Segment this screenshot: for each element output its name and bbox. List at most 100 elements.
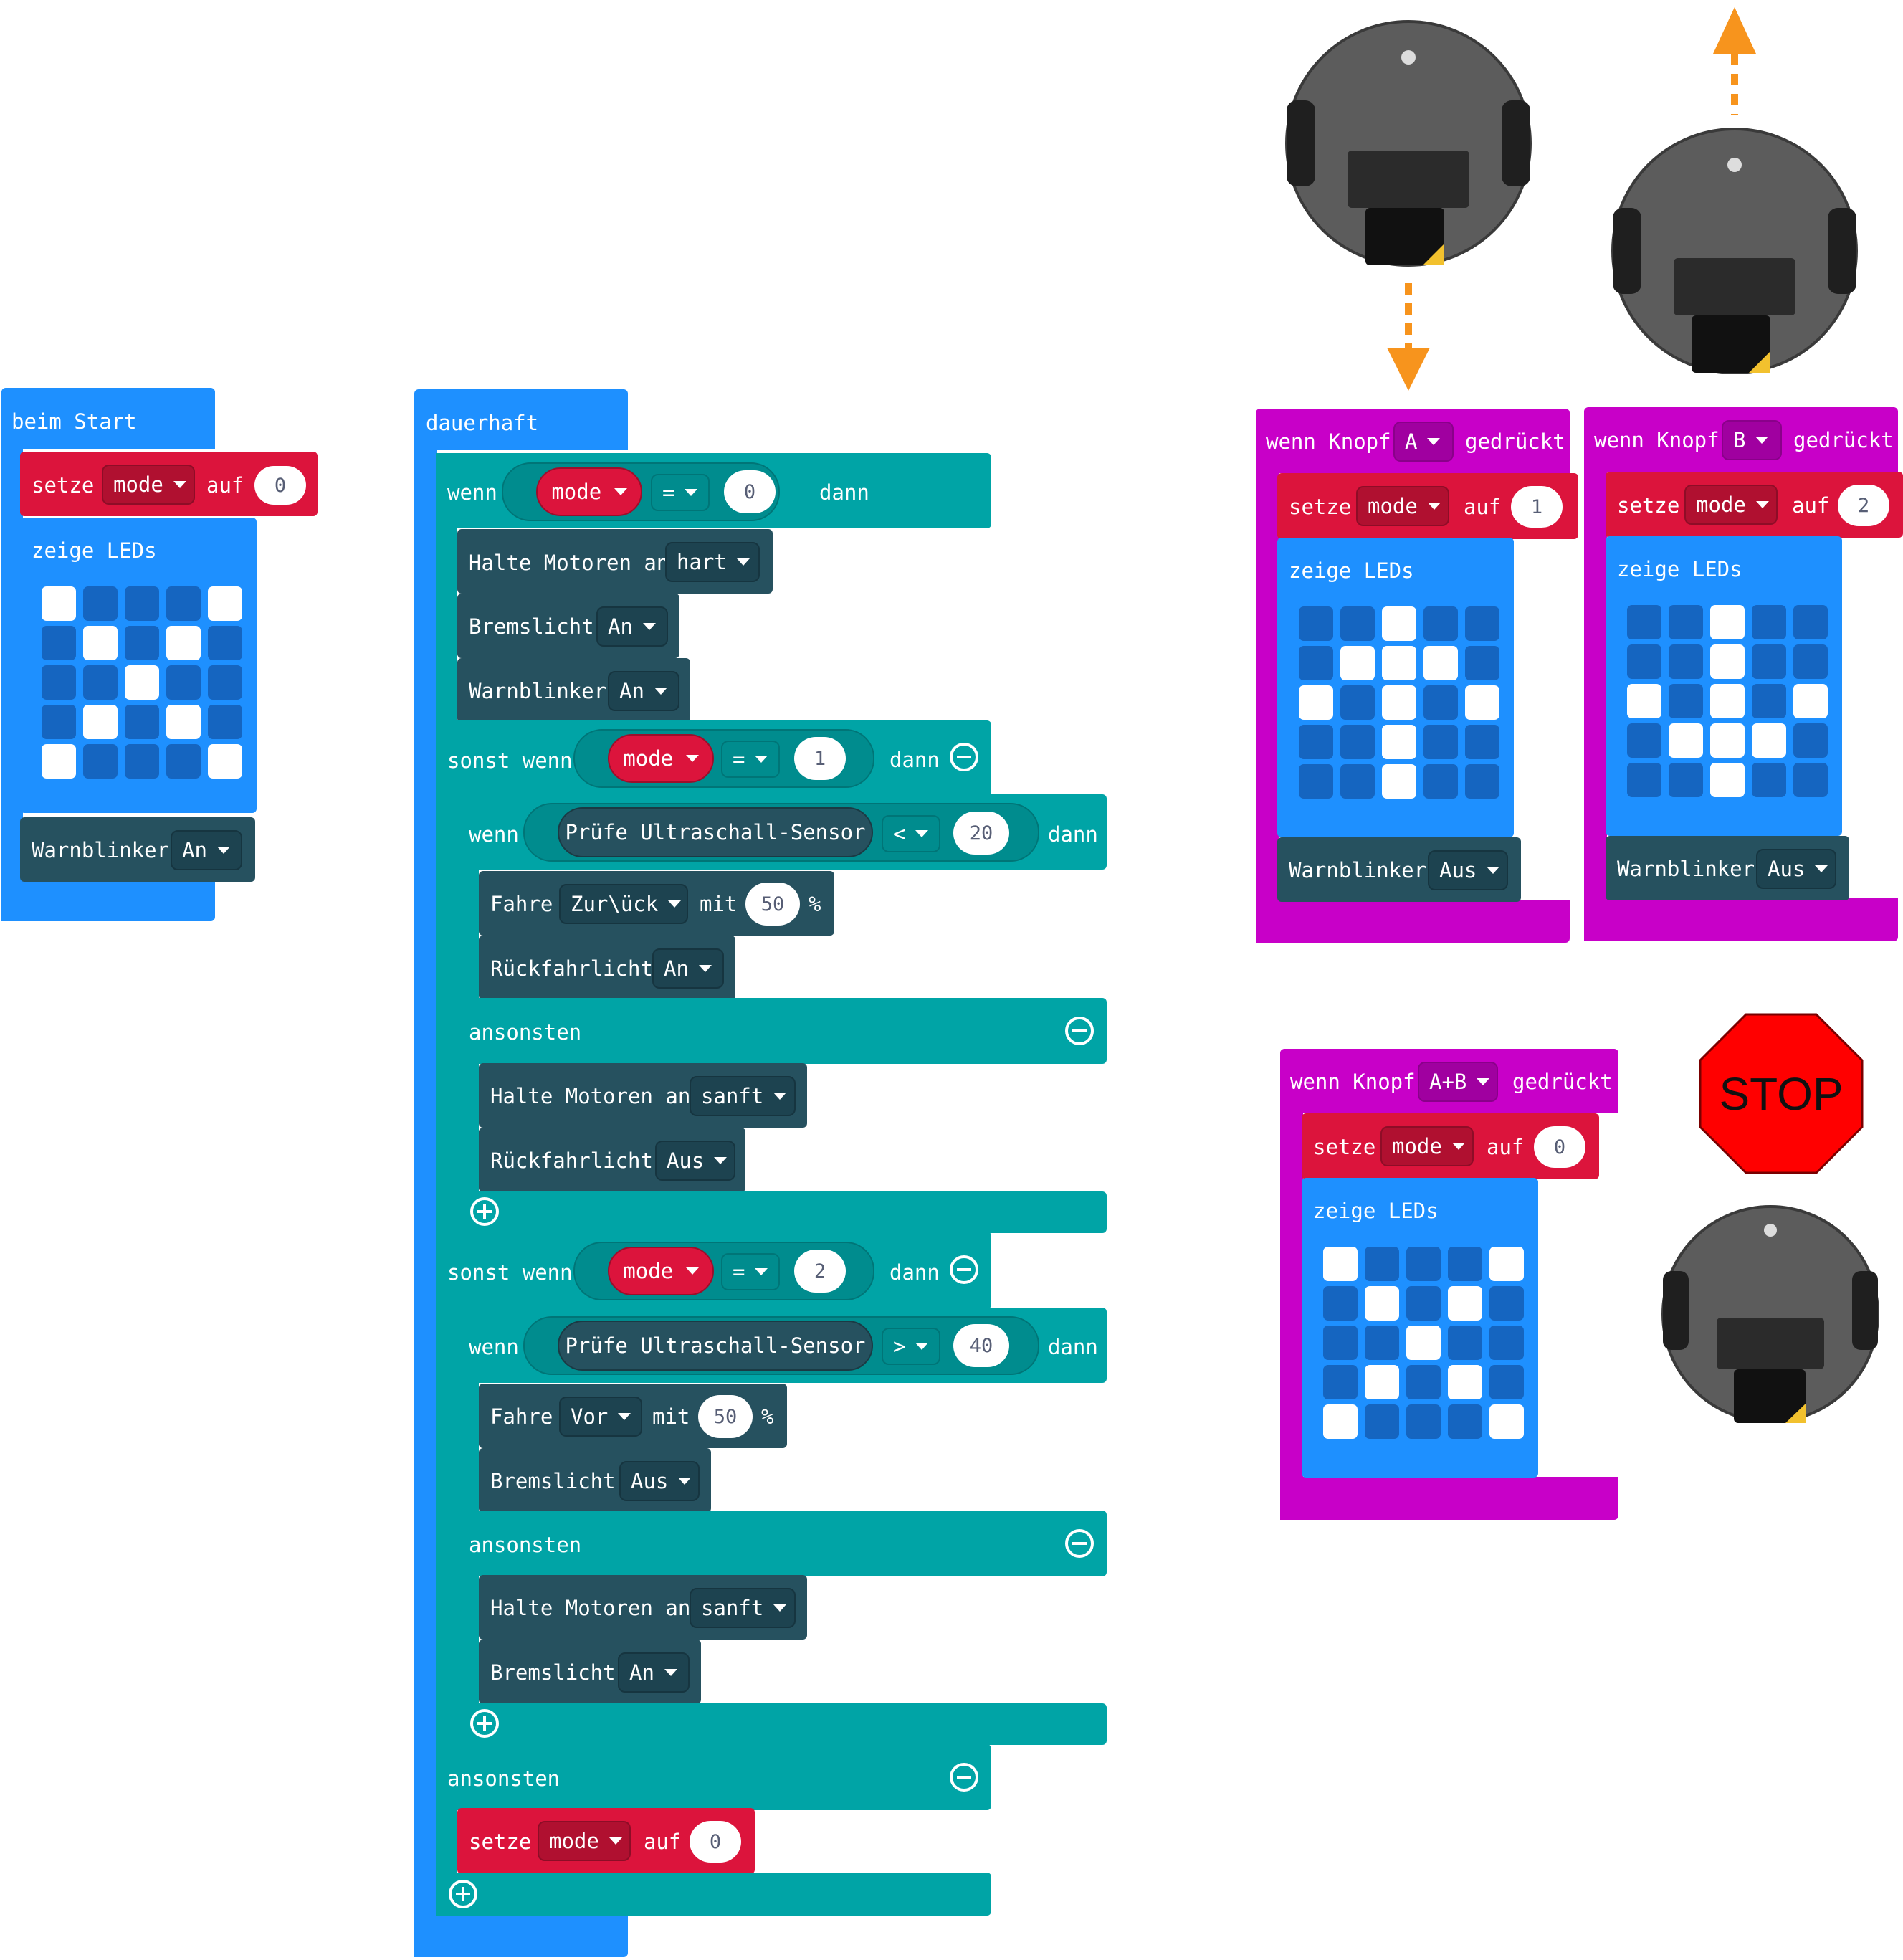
compare-value[interactable]: 1	[794, 737, 846, 780]
operator-dropdown[interactable]: =	[721, 1253, 780, 1290]
led-cell[interactable]	[1299, 764, 1333, 799]
led-cell[interactable]	[42, 705, 76, 739]
led-cell[interactable]	[166, 665, 201, 700]
value-input[interactable]: 0	[690, 1821, 741, 1863]
warn-dropdown[interactable]: Aus	[1756, 849, 1836, 889]
led-cell[interactable]	[1710, 763, 1745, 797]
halt-mode-dropdown[interactable]: sanft	[690, 1588, 796, 1628]
led-cell[interactable]	[1423, 646, 1458, 680]
led-grid[interactable]	[1299, 606, 1507, 800]
led-cell[interactable]	[1340, 725, 1375, 759]
led-cell[interactable]	[1793, 763, 1828, 797]
led-cell[interactable]	[1669, 644, 1703, 679]
led-cell[interactable]	[1382, 725, 1416, 759]
led-cell[interactable]	[1669, 684, 1703, 718]
led-cell[interactable]	[1340, 764, 1375, 799]
led-cell[interactable]	[83, 586, 118, 621]
operator-dropdown[interactable]: <	[882, 815, 940, 852]
operator-dropdown[interactable]: =	[651, 474, 710, 511]
led-cell[interactable]	[42, 586, 76, 621]
led-cell[interactable]	[1365, 1365, 1399, 1399]
led-cell[interactable]	[1382, 685, 1416, 720]
led-cell[interactable]	[1406, 1365, 1441, 1399]
remove-branch-icon[interactable]	[950, 743, 978, 771]
reverse-dropdown[interactable]: Aus	[655, 1141, 735, 1181]
led-cell[interactable]	[1752, 763, 1786, 797]
button-dropdown[interactable]: B	[1722, 420, 1782, 460]
led-cell[interactable]	[208, 586, 242, 621]
led-cell[interactable]	[1489, 1404, 1524, 1439]
led-cell[interactable]	[125, 705, 159, 739]
led-cell[interactable]	[1627, 644, 1661, 679]
led-cell[interactable]	[1365, 1404, 1399, 1439]
led-cell[interactable]	[1299, 725, 1333, 759]
led-grid[interactable]	[1323, 1247, 1531, 1440]
else-row[interactable]	[457, 1511, 1107, 1576]
led-cell[interactable]	[1340, 685, 1375, 720]
led-cell[interactable]	[1406, 1247, 1441, 1281]
ultrasonic-sensor-reporter[interactable]: Prüfe Ultraschall-Sensor	[558, 1321, 873, 1371]
led-cell[interactable]	[1752, 723, 1786, 758]
led-cell[interactable]	[1752, 605, 1786, 639]
add-branch-icon[interactable]	[470, 1709, 499, 1738]
ultrasonic-sensor-reporter[interactable]: Prüfe Ultraschall-Sensor	[558, 807, 873, 857]
compare-value[interactable]: 0	[724, 470, 776, 513]
led-cell[interactable]	[1627, 723, 1661, 758]
led-cell[interactable]	[1710, 605, 1745, 639]
led-cell[interactable]	[1627, 605, 1661, 639]
led-cell[interactable]	[1489, 1286, 1524, 1321]
led-cell[interactable]	[1448, 1404, 1482, 1439]
led-cell[interactable]	[1669, 763, 1703, 797]
add-branch-icon[interactable]	[470, 1197, 499, 1226]
led-cell[interactable]	[1323, 1365, 1358, 1399]
led-cell[interactable]	[125, 744, 159, 779]
led-cell[interactable]	[1382, 646, 1416, 680]
variable-dropdown[interactable]: mode	[1684, 485, 1778, 525]
compare-value[interactable]: 2	[794, 1250, 846, 1293]
led-cell[interactable]	[42, 665, 76, 700]
led-cell[interactable]	[1448, 1247, 1482, 1281]
led-cell[interactable]	[83, 744, 118, 779]
operator-dropdown[interactable]: =	[721, 741, 780, 778]
led-cell[interactable]	[1423, 725, 1458, 759]
compare-value[interactable]: 40	[953, 1324, 1009, 1367]
led-cell[interactable]	[1323, 1404, 1358, 1439]
mode-variable[interactable]: mode	[608, 734, 714, 783]
led-cell[interactable]	[1448, 1286, 1482, 1321]
led-cell[interactable]	[1406, 1326, 1441, 1360]
led-cell[interactable]	[1365, 1326, 1399, 1360]
led-cell[interactable]	[1323, 1247, 1358, 1281]
led-cell[interactable]	[83, 626, 118, 660]
led-cell[interactable]	[1752, 684, 1786, 718]
direction-dropdown[interactable]: Vor	[559, 1397, 642, 1437]
remove-branch-icon[interactable]	[950, 1255, 978, 1284]
led-cell[interactable]	[1752, 644, 1786, 679]
speed-value[interactable]: 50	[745, 883, 800, 926]
compare-value[interactable]: 20	[953, 812, 1009, 855]
direction-dropdown[interactable]: Zur\ück	[559, 884, 688, 924]
led-cell[interactable]	[83, 705, 118, 739]
value-input[interactable]: 1	[1511, 486, 1563, 528]
led-grid[interactable]	[1627, 605, 1835, 799]
button-dropdown[interactable]: A+B	[1418, 1062, 1498, 1102]
led-cell[interactable]	[1406, 1404, 1441, 1439]
led-cell[interactable]	[1299, 685, 1333, 720]
warn-dropdown[interactable]: An	[171, 830, 242, 870]
led-cell[interactable]	[208, 665, 242, 700]
led-cell[interactable]	[1365, 1286, 1399, 1321]
led-cell[interactable]	[1423, 685, 1458, 720]
warn-dropdown[interactable]: An	[608, 671, 679, 711]
led-cell[interactable]	[1669, 723, 1703, 758]
led-cell[interactable]	[1465, 646, 1499, 680]
brake-dropdown[interactable]: An	[596, 606, 668, 647]
button-dropdown[interactable]: A	[1393, 422, 1454, 462]
else-row[interactable]	[436, 1744, 991, 1810]
led-cell[interactable]	[42, 744, 76, 779]
led-grid[interactable]	[42, 586, 249, 780]
led-cell[interactable]	[1710, 644, 1745, 679]
led-cell[interactable]	[125, 586, 159, 621]
remove-branch-icon[interactable]	[950, 1763, 978, 1792]
led-cell[interactable]	[166, 705, 201, 739]
led-cell[interactable]	[1793, 644, 1828, 679]
led-cell[interactable]	[1340, 606, 1375, 641]
